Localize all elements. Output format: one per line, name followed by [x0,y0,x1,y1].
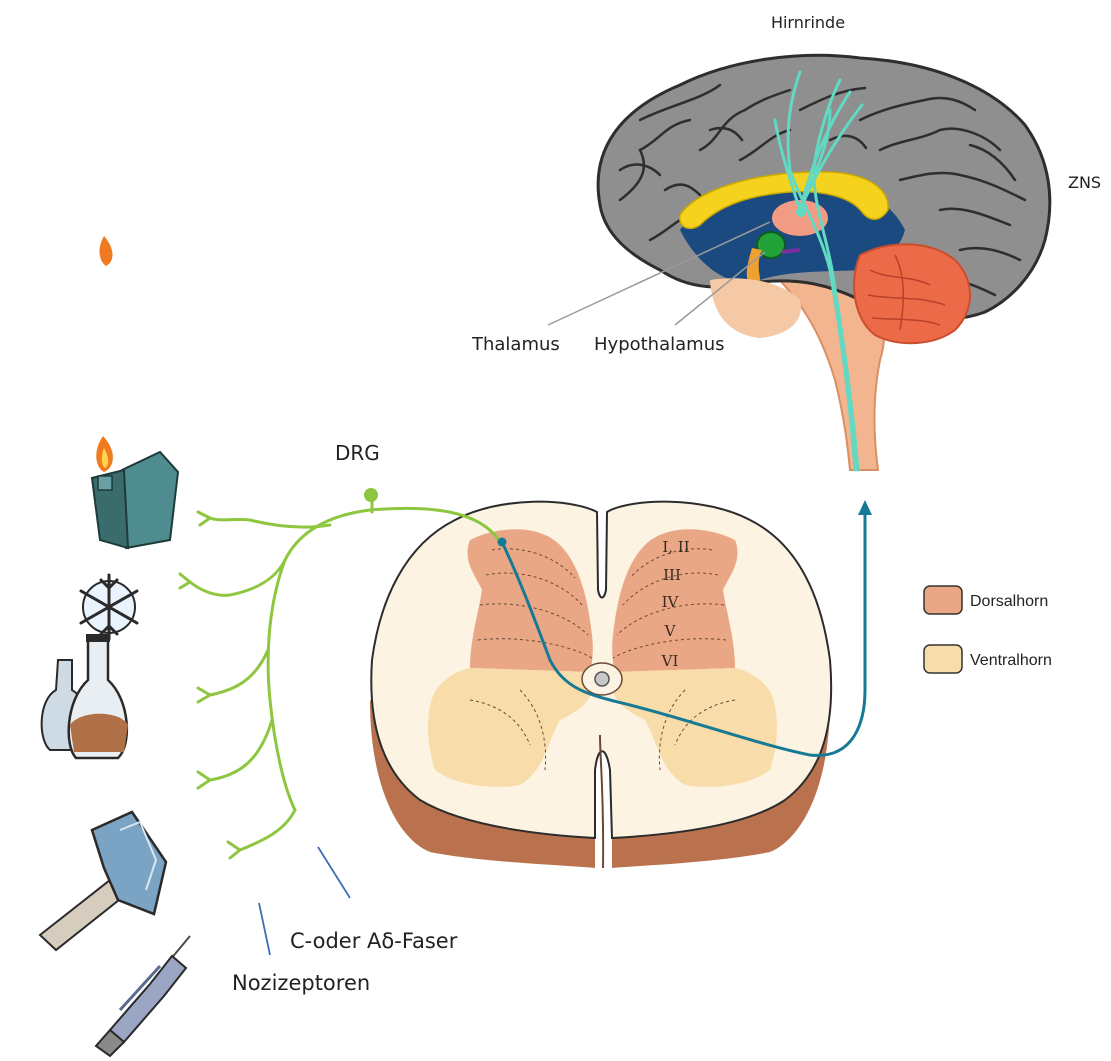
lamina-label-3: IV [662,593,680,611]
nociceptor-leader-line [259,903,270,955]
pathway-arrowhead [858,500,872,515]
snowflake-icon [81,575,137,639]
fiber-leader-line [318,847,350,898]
legend-swatch-ventral [924,645,962,673]
thalamic-relay-node [796,207,806,217]
brain-illustration [598,55,1050,470]
thalamus-label: Thalamus [471,334,560,355]
lamina-label-4: V [664,622,677,640]
legend-label-ventral: Ventralhorn [970,652,1052,669]
drg-label: DRG [335,441,380,465]
hammer-icon [40,812,166,950]
mammillary-line [782,250,800,252]
lamina-label-1: I, II [662,538,689,556]
legend-label-dorsal: Dorsalhorn [970,593,1048,610]
hypothalamus-label: Hypothalamus [594,334,724,355]
cns-label: ZNS [1068,173,1101,192]
lamina-label-2: III [663,566,681,584]
ventral-fissure [600,735,603,868]
legend: Dorsalhorn Ventralhorn [924,586,1052,673]
cerebellum [854,244,970,343]
central-canal [595,672,609,686]
syringe-icon [96,936,190,1056]
cortex-label: Hirnrinde [771,13,845,32]
chemical-flasks-icon [42,634,128,758]
lamina-label-5: VI [661,652,679,670]
drg-cell-body [364,488,378,502]
hypothalamus-shape [757,232,785,258]
legend-swatch-dorsal [924,586,962,614]
flame-lighter-icon [92,236,178,548]
nociceptor-label: Nozizeptoren [232,971,370,995]
fiber-label: C-oder Aδ-Faser [290,929,458,953]
spinal-cord-cross-section [370,502,831,868]
